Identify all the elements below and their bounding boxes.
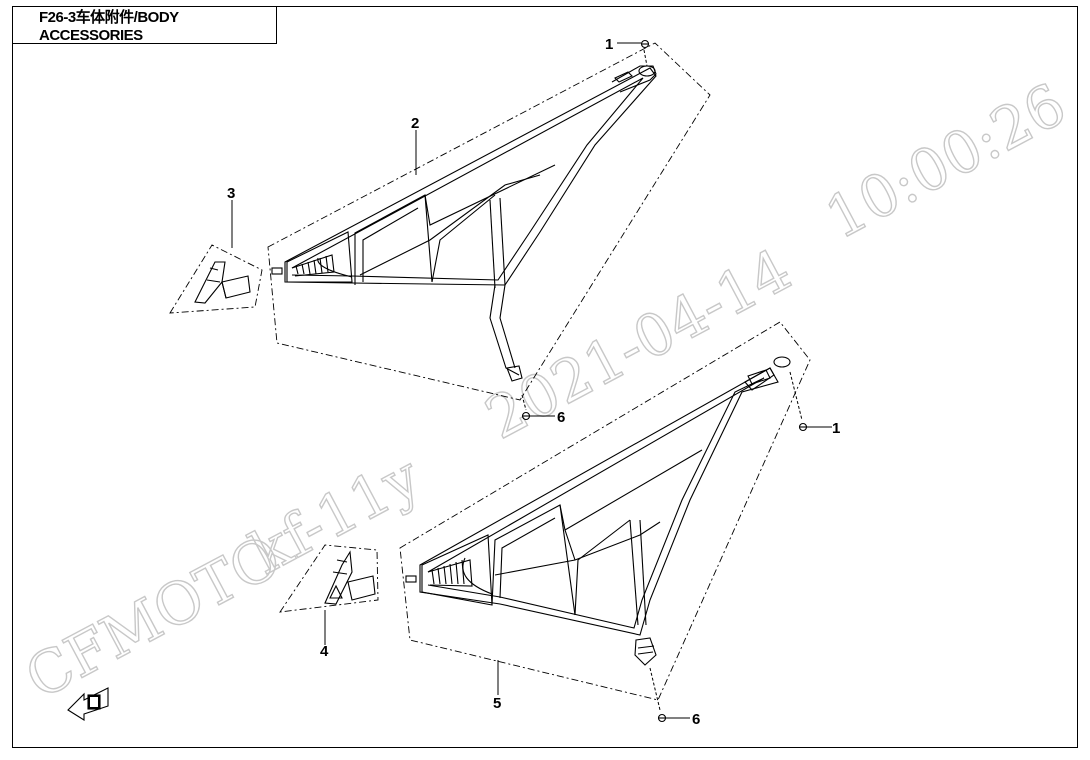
- part-4-latch-bracket: [324, 550, 376, 605]
- screw-icon: [640, 39, 650, 49]
- screw-icon: [798, 422, 808, 432]
- callout-1-lower: 1: [832, 420, 840, 437]
- watermark-time: 10:00:26: [815, 70, 1077, 252]
- watermark-user: kf-11y: [240, 442, 432, 587]
- callout-1-upper: 1: [605, 36, 613, 53]
- callout-4: 4: [320, 643, 329, 660]
- part-2-door-frame-left: [271, 65, 657, 382]
- front-direction-arrow-icon: [67, 687, 109, 721]
- callout-labels: 1 2 3 6 1 4 5 6: [227, 36, 840, 728]
- watermark-company: CFMOTO: [15, 522, 292, 712]
- drawing-frame: [12, 6, 1078, 748]
- callout-2: 2: [411, 115, 419, 132]
- watermark: CFMOTO kf-11y 2021-04-14 10:00:26: [14, 69, 1077, 713]
- screw-icon: [657, 713, 667, 723]
- watermark-date: 2021-04-14: [475, 235, 802, 452]
- part-3-latch-bracket: [194, 261, 251, 304]
- diagram-title: F26-3车体附件/BODY ACCESSORIES: [12, 6, 277, 44]
- callout-5: 5: [493, 695, 501, 712]
- callout-6-lower: 6: [692, 711, 700, 728]
- dashed-group-part-3: [169, 244, 263, 314]
- part-5-door-frame-right: [405, 356, 791, 666]
- callout-6-upper: 6: [557, 409, 565, 426]
- callout-3: 3: [227, 185, 235, 202]
- leader-lines: [231, 42, 832, 719]
- screw-icon: [521, 411, 531, 421]
- dashed-group-upper: [267, 42, 711, 401]
- dashed-group-part-4: [279, 544, 379, 613]
- dashed-group-lower: [399, 321, 811, 701]
